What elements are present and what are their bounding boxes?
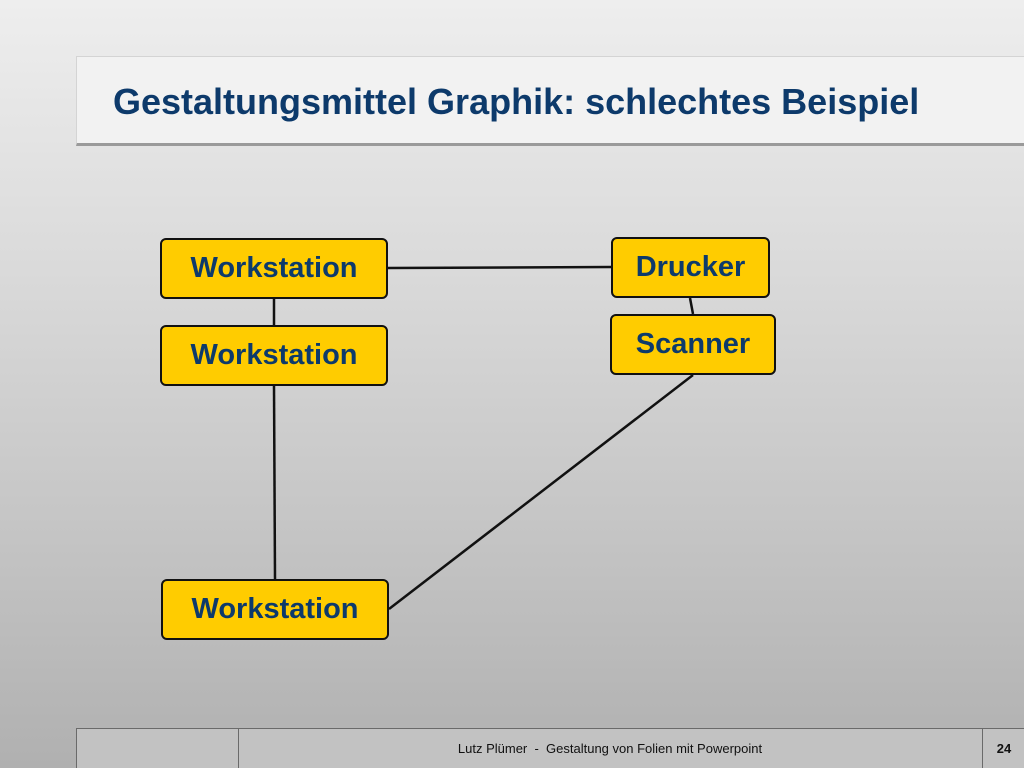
- node-scanner: Scanner: [610, 314, 776, 375]
- slide-title: Gestaltungsmittel Graphik: schlechtes Be…: [113, 81, 920, 122]
- footer-bar: Lutz Plümer - Gestaltung von Folien mit …: [76, 728, 1024, 768]
- footer-cell-left: [77, 729, 239, 768]
- edge-scanner-ws3: [388, 374, 694, 610]
- edge-ws2-ws3: [272, 385, 277, 580]
- footer-cell-middle: [239, 729, 983, 768]
- node-drucker: Drucker: [611, 237, 770, 298]
- node-workstation-1: Workstation: [160, 238, 388, 299]
- footer-text: Lutz Plümer - Gestaltung von Folien mit …: [457, 741, 763, 756]
- page-number: 24: [996, 741, 1012, 756]
- edge-ws1-drucker: [387, 265, 612, 270]
- edge-drucker-scanner: [688, 297, 695, 315]
- node-workstation-3: Workstation: [161, 579, 389, 640]
- title-bar: Gestaltungsmittel Graphik: schlechtes Be…: [76, 56, 1024, 146]
- node-workstation-2: Workstation: [160, 325, 388, 386]
